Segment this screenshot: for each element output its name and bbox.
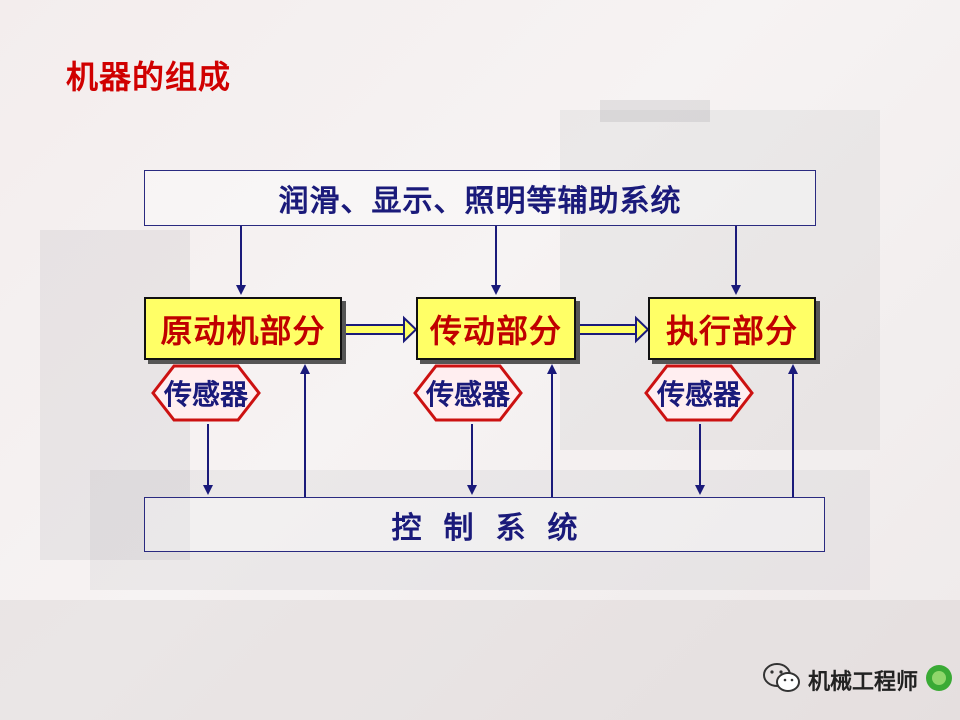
watermark: 机械工程师: [762, 662, 954, 698]
slide-title: 机器的组成: [66, 58, 232, 96]
actuator-box: 执行部分: [648, 297, 816, 360]
arrow-transmission-to-actuator: [578, 315, 650, 344]
sensor-label: 传感器: [425, 378, 510, 411]
auxiliary-system-box: 润滑、显示、照明等辅助系统: [144, 170, 816, 226]
green-badge-icon: [924, 663, 954, 697]
arrow-prime-mover-to-transmission: [344, 315, 418, 344]
sensor-label: 传感器: [163, 378, 248, 411]
background-shape: [600, 100, 710, 122]
sensor-hexagon: 传感器: [150, 363, 262, 423]
sensor-hexagon: 传感器: [412, 363, 524, 423]
sensor-label: 传感器: [656, 378, 741, 411]
control-system-box: 控制系统: [144, 497, 825, 552]
sensor-hexagon: 传感器: [643, 363, 755, 423]
watermark-text: 机械工程师: [808, 670, 919, 695]
transmission-box: 传动部分: [416, 297, 576, 360]
background-shape: [90, 470, 870, 590]
prime-mover-box: 原动机部分: [144, 297, 342, 360]
wechat-icon: [762, 661, 802, 699]
background-shape: [0, 600, 960, 720]
